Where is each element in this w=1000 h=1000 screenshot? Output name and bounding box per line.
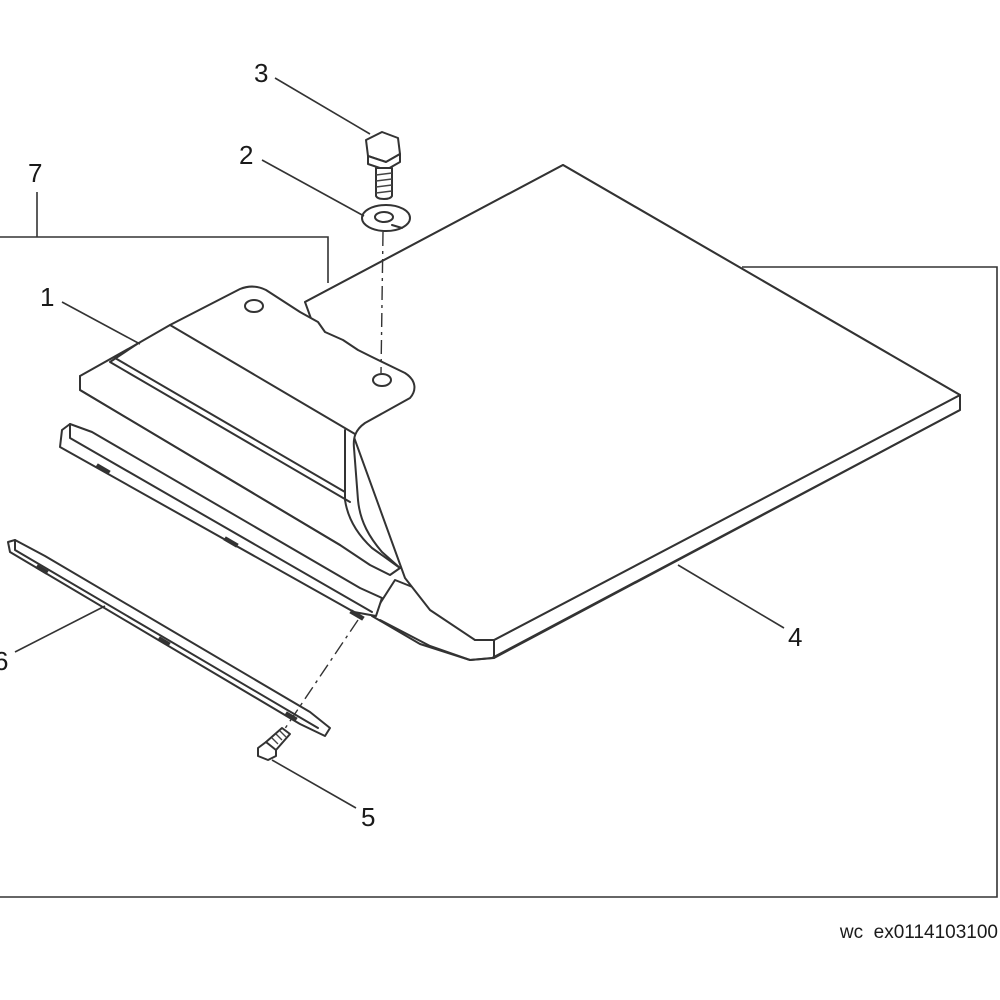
flap-strip — [59, 423, 383, 621]
center-line-bolt — [380, 231, 384, 374]
leader-2 — [261, 159, 365, 217]
leader-5 — [271, 759, 357, 809]
callout-6: 6 — [0, 646, 8, 676]
figure-code: wc ex0114103100 — [839, 922, 998, 943]
callout-5: 5 — [361, 802, 375, 832]
assembly-bracket-frame — [0, 236, 329, 283]
callout-4: 4 — [788, 622, 802, 652]
mounting-bracket — [79, 285, 416, 576]
center-line-screw — [283, 619, 359, 731]
callout-3: 3 — [254, 58, 268, 88]
callout-2: 2 — [239, 140, 253, 170]
hex-bolt — [365, 131, 401, 200]
wear-strip — [7, 539, 331, 737]
lock-washer — [361, 204, 411, 232]
leader-3 — [274, 77, 371, 135]
leader-4 — [677, 564, 785, 629]
small-screw — [257, 727, 291, 761]
main-plate — [304, 164, 961, 661]
leader-6 — [14, 605, 106, 653]
callout-1: 1 — [40, 282, 54, 312]
leader-1 — [61, 301, 141, 345]
callout-7: 7 — [28, 158, 42, 188]
assembly-bracket-frame-right — [0, 266, 998, 898]
